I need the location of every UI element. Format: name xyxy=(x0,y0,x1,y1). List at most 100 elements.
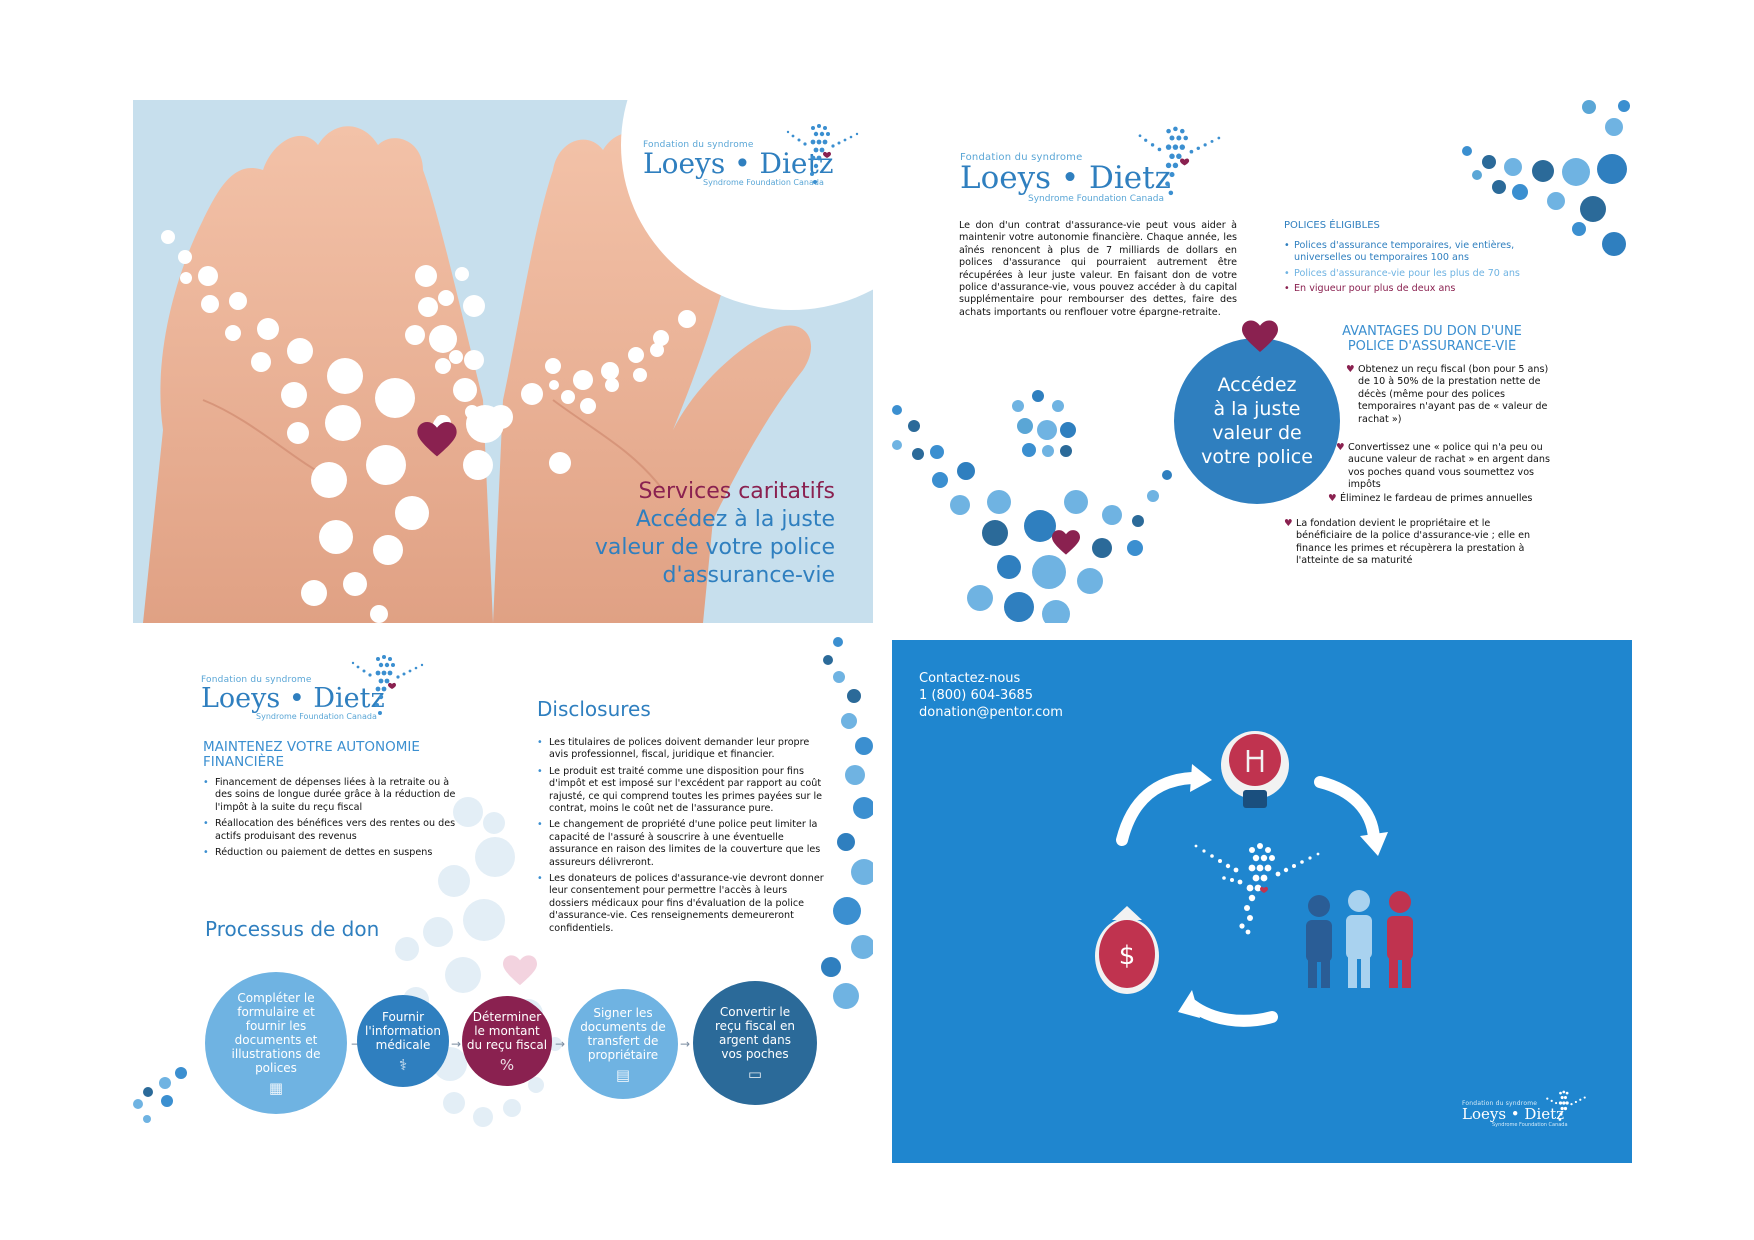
logo-bird-icon xyxy=(1138,126,1221,196)
stethoscope-icon: ⚕ xyxy=(398,1056,408,1074)
cover-line-2: Accédez à la juste xyxy=(635,507,835,532)
logo-name: Loeys • Dietz xyxy=(643,147,834,180)
process-step-5: Convertir le reçu fiscal en argent dans … xyxy=(693,981,817,1105)
advantages-list: ♥Obtenez un reçu fiscal (bon pour 5 ans)… xyxy=(1346,364,1561,426)
wallet-icon: ▭ xyxy=(747,1065,763,1083)
logo-name: Loeys • Dietz xyxy=(1462,1105,1565,1123)
logo-sub: Syndrome Foundation Canada xyxy=(256,712,377,721)
donation-cycle-illustration: $ xyxy=(1095,731,1413,1027)
logo-prefix: Fondation du syndrome xyxy=(1462,1100,1538,1107)
autonomy-item: Financement de dépenses liées à la retra… xyxy=(203,777,465,814)
logo-sub: Syndrome Foundation Canada xyxy=(703,178,824,187)
cover-line-1: Services caritatifs xyxy=(638,479,835,504)
advantages-title-2: POLICE D'ASSURANCE-VIE xyxy=(1347,339,1517,354)
contact-info: Contactez-nous 1 (800) 604-3685 donation… xyxy=(919,670,1063,721)
process-step-text: Déterminer le montant du reçu fiscal xyxy=(466,1010,548,1052)
process-step-text: Compléter le formulaire et fournir les d… xyxy=(231,991,321,1075)
eligible-item: •Polices d'assurance-vie pour les plus d… xyxy=(1284,267,1520,279)
advantage-text: Obtenez un reçu fiscal (bon pour 5 ans) … xyxy=(1358,364,1549,425)
arrow-right-icon: → xyxy=(451,1037,462,1051)
advantages-list-3: ♥Éliminez le fardeau de primes annuelles xyxy=(1328,493,1558,505)
process-step-3: Déterminer le montant du reçu fiscal % xyxy=(462,996,552,1086)
arrow-right-icon: → xyxy=(351,1037,362,1051)
logo-bird-icon xyxy=(1194,843,1320,935)
logo-sub: Syndrome Foundation Canada xyxy=(1028,194,1164,204)
advantage-text: La fondation devient le propriétaire et … xyxy=(1296,518,1531,567)
disclosure-item: Les titulaires de polices doivent demand… xyxy=(537,737,827,762)
advantages-title-1: AVANTAGES DU DON D'UNE xyxy=(1342,324,1522,339)
value-circle-line-3: valeur de xyxy=(1212,422,1302,444)
eligible-list: •Polices d'assurance temporaires, vie en… xyxy=(1284,240,1554,296)
logo-prefix: Fondation du syndrome xyxy=(201,675,312,685)
arrow-right-icon: → xyxy=(680,1037,691,1051)
contact-phone: 1 (800) 604-3685 xyxy=(919,688,1034,703)
logo-bird-icon xyxy=(786,124,859,184)
advantages-list-4: ♥La fondation devient le propriétaire et… xyxy=(1284,518,1539,568)
process-title: Processus de don xyxy=(205,917,380,941)
autonomy-title-1: MAINTENEZ VOTRE AUTONOMIE xyxy=(203,739,420,755)
lightbulb-icon xyxy=(1221,731,1289,808)
contact-panel: Contactez-nous 1 (800) 604-3685 donation… xyxy=(892,640,1632,1163)
percent-icon: % xyxy=(499,1056,515,1074)
autonomy-title: MAINTENEZ VOTRE AUTONOMIE FINANCIÈRE xyxy=(203,740,420,770)
autonomy-list: Financement de dépenses liées à la retra… xyxy=(203,777,465,860)
advantages-list-2: ♥Convertissez une « police qui n'a peu o… xyxy=(1336,442,1556,492)
logo-sub: Syndrome Foundation Canada xyxy=(1492,1122,1568,1128)
intro-paragraph: Le don d'un contrat d'assurance-vie peut… xyxy=(959,220,1237,318)
info-panel: Fondation du syndrome Loeys • Dietz Synd… xyxy=(892,100,1632,623)
logo-prefix: Fondation du syndrome xyxy=(960,152,1083,163)
logo-bird-icon xyxy=(351,655,424,715)
autonomy-item: Réallocation des bénéfices vers des rent… xyxy=(203,818,465,843)
value-circle: Accédez à la juste valeur de votre polic… xyxy=(1174,338,1340,504)
cover-title: Services caritatifs Accédez à la juste v… xyxy=(595,478,835,590)
document-icon: ▤ xyxy=(615,1066,631,1084)
arrow-right-icon: → xyxy=(555,1037,566,1051)
disclosure-item: Les donateurs de polices d'assurance-vie… xyxy=(537,873,827,935)
logo-prefix: Fondation du syndrome xyxy=(643,140,754,150)
advantages-title: AVANTAGES DU DON D'UNE POLICE D'ASSURANC… xyxy=(1312,324,1552,354)
process-step-2: Fournir l'information médicale ⚕ xyxy=(357,995,449,1087)
disclosure-item: Le produit est traité comme une disposit… xyxy=(537,766,827,816)
process-step-text: Convertir le reçu fiscal en argent dans … xyxy=(715,1005,795,1061)
eligible-item-text: En vigueur pour plus de deux ans xyxy=(1294,283,1456,295)
value-circle-line-1: Accédez xyxy=(1217,374,1297,396)
advantage-text: Éliminez le fardeau de primes annuelles xyxy=(1340,493,1533,504)
advantage-item: ♥Convertissez une « police qui n'a peu o… xyxy=(1336,442,1550,491)
logo-bird-icon xyxy=(1546,1090,1586,1121)
contact-email: donation@pentor.com xyxy=(919,705,1063,720)
eligible-item: •Polices d'assurance temporaires, vie en… xyxy=(1284,240,1515,264)
disclosures-title: Disclosures xyxy=(537,697,651,721)
svg-text:$: $ xyxy=(1119,941,1136,971)
process-panel: Fondation du syndrome Loeys • Dietz Synd… xyxy=(133,637,873,1160)
cover-panel: Fondation du syndrome Loeys • Dietz Synd… xyxy=(133,100,873,623)
contact-title: Contactez-nous xyxy=(919,671,1021,686)
process-step-text: Signer les documents de transfert de pro… xyxy=(580,1006,666,1062)
advantage-text: Convertissez une « police qui n'a peu ou… xyxy=(1348,442,1550,491)
cover-line-4: d'assurance-vie xyxy=(662,563,835,588)
advantage-item: ♥Éliminez le fardeau de primes annuelles xyxy=(1328,493,1533,504)
eligible-item-text: Polices d'assurance temporaires, vie ent… xyxy=(1294,240,1515,264)
advantage-item: ♥Obtenez un reçu fiscal (bon pour 5 ans)… xyxy=(1346,364,1549,425)
cover-line-3: valeur de votre police xyxy=(594,535,835,560)
heart-icon xyxy=(1052,530,1080,556)
disclosures-list: Les titulaires de polices doivent demand… xyxy=(537,737,827,935)
process-step-text: Fournir l'information médicale xyxy=(365,1010,441,1052)
logo: Fondation du syndrome Loeys • Dietz Synd… xyxy=(201,675,385,721)
form-icon: ▦ xyxy=(268,1079,284,1097)
logo-name: Loeys • Dietz xyxy=(960,160,1171,196)
logo-name: Loeys • Dietz xyxy=(201,683,385,714)
heart-icon xyxy=(503,955,537,987)
eligible-item: •En vigueur pour plus de deux ans xyxy=(1284,283,1456,295)
logo: Fondation du syndrome Loeys • Dietz Synd… xyxy=(1462,1100,1568,1128)
heart-icon xyxy=(417,422,457,458)
eligible-title: POLICES ÉLIGIBLES xyxy=(1284,220,1380,231)
process-step-4: Signer les documents de transfert de pro… xyxy=(568,989,678,1099)
disclosure-item: Le changement de propriété d'une police … xyxy=(537,819,827,869)
value-circle-line-4: votre police xyxy=(1201,446,1313,468)
autonomy-title-2: FINANCIÈRE xyxy=(203,754,285,770)
eligible-item-text: Polices d'assurance-vie pour les plus de… xyxy=(1294,267,1520,279)
heart-icon xyxy=(1242,320,1278,354)
money-bag-icon: $ xyxy=(1095,906,1159,994)
autonomy-item: Réduction ou paiement de dettes en suspe… xyxy=(203,847,465,860)
people-icon xyxy=(1306,890,1413,988)
